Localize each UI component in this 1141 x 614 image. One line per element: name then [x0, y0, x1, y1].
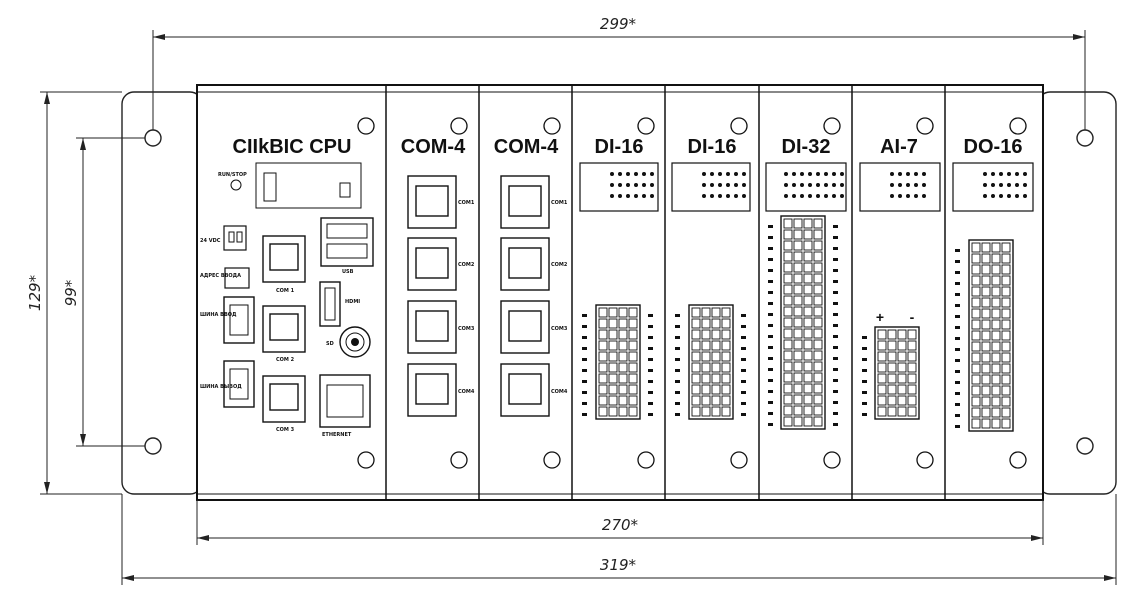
com-port-label: COM4 — [551, 389, 568, 395]
terminal-blocks — [582, 215, 1014, 432]
svg-text:HDMI: HDMI — [345, 299, 360, 305]
pin-markers — [768, 225, 773, 426]
cpu-com2-port — [262, 305, 306, 353]
svg-text:COM 2: COM 2 — [276, 357, 295, 363]
pin-markers — [648, 314, 653, 416]
cpu-module-details: RUN/STOP 24 VDC АДРЕС ВВОДА ШИНА ВВОД ШИ… — [200, 162, 374, 438]
sd-connector-icon — [339, 326, 371, 358]
svg-text:ШИНА ВЫВОД: ШИНА ВЫВОД — [200, 384, 242, 390]
mount-hole — [144, 437, 162, 455]
ethernet-port — [319, 374, 371, 428]
svg-text:ETHERNET: ETHERNET — [322, 432, 352, 438]
dimension-left-inner: 99* — [62, 279, 80, 306]
com4-module-b-ports — [500, 175, 550, 417]
dimension-arrows — [44, 34, 1116, 581]
pin-markers — [741, 314, 746, 416]
com-port-label: COM4 — [458, 389, 475, 395]
dimension-top: 299* — [600, 15, 637, 33]
led-panels — [579, 162, 1034, 212]
di16-b-terminal-block — [688, 304, 734, 420]
module-title-com4-a: COM-4 — [401, 136, 466, 158]
mount-hole — [1076, 129, 1094, 147]
mount-hole — [144, 129, 162, 147]
cpu-com1-port — [262, 235, 306, 283]
dimension-bottom-inner: 270* — [602, 516, 639, 534]
com-port-label: COM3 — [458, 326, 475, 332]
bus-out-connector — [223, 360, 255, 408]
pin-markers — [582, 314, 587, 416]
module-dividers — [385, 85, 946, 500]
module-title-do16: DO-16 — [964, 136, 1023, 158]
module-title-ai7: AI-7 — [880, 136, 918, 158]
led-indicators — [610, 172, 1027, 198]
ai-plus-label: + — [876, 309, 884, 325]
di32-terminal-block — [780, 215, 826, 430]
module-title-cpu: CIIkBIC CPU — [233, 136, 352, 158]
svg-text:USB: USB — [342, 269, 354, 275]
power-connector — [223, 225, 247, 251]
address-connector — [224, 267, 250, 289]
dimension-bottom-outer: 319* — [600, 556, 637, 574]
dimension-left-outer: 129* — [26, 274, 44, 311]
chassis-body — [196, 84, 1044, 501]
di16-a-terminal-block — [595, 304, 641, 420]
module-screws — [357, 117, 1027, 469]
mount-hole — [1076, 437, 1094, 455]
svg-text:SD: SD — [326, 341, 334, 347]
pin-markers — [862, 336, 867, 416]
com-port-label: COM1 — [551, 200, 568, 206]
bus-in-connector — [223, 296, 255, 344]
cpu-com3-port — [262, 375, 306, 423]
pin-markers — [675, 314, 680, 416]
hdmi-port — [319, 281, 341, 327]
com-port-label: COM2 — [551, 262, 568, 268]
module-title-di16-a: DI-16 — [595, 136, 644, 158]
ai-minus-label: - — [910, 309, 915, 325]
left-mounting-flange — [121, 91, 203, 495]
com-port-label: COM2 — [458, 262, 475, 268]
module-title-di32: DI-32 — [782, 136, 831, 158]
do16-terminal-block — [968, 239, 1014, 432]
svg-text:АДРЕС ВВОДА: АДРЕС ВВОДА — [200, 273, 241, 279]
ai7-terminal-block — [874, 326, 920, 420]
module-title-com4-b: COM-4 — [494, 136, 559, 158]
pin-markers — [955, 249, 960, 428]
module-title-di16-b: DI-16 — [688, 136, 737, 158]
dimension-lines — [40, 30, 1117, 585]
pin-markers — [833, 225, 838, 426]
right-mounting-flange — [1037, 91, 1117, 495]
status-led-icon — [230, 179, 242, 191]
com4-module-a-ports — [407, 175, 457, 417]
svg-text:COM 1: COM 1 — [276, 288, 295, 294]
svg-text:COM 3: COM 3 — [276, 427, 295, 433]
com-port-label: COM3 — [551, 326, 568, 332]
svg-text:ШИНА ВВОД: ШИНА ВВОД — [200, 312, 237, 318]
com-port-label: COM1 — [458, 200, 475, 206]
cpu-status-panel — [255, 162, 362, 209]
svg-text:RUN/STOP: RUN/STOP — [218, 172, 247, 178]
usb-ports — [320, 217, 374, 267]
svg-text:24 VDC: 24 VDC — [200, 238, 221, 244]
